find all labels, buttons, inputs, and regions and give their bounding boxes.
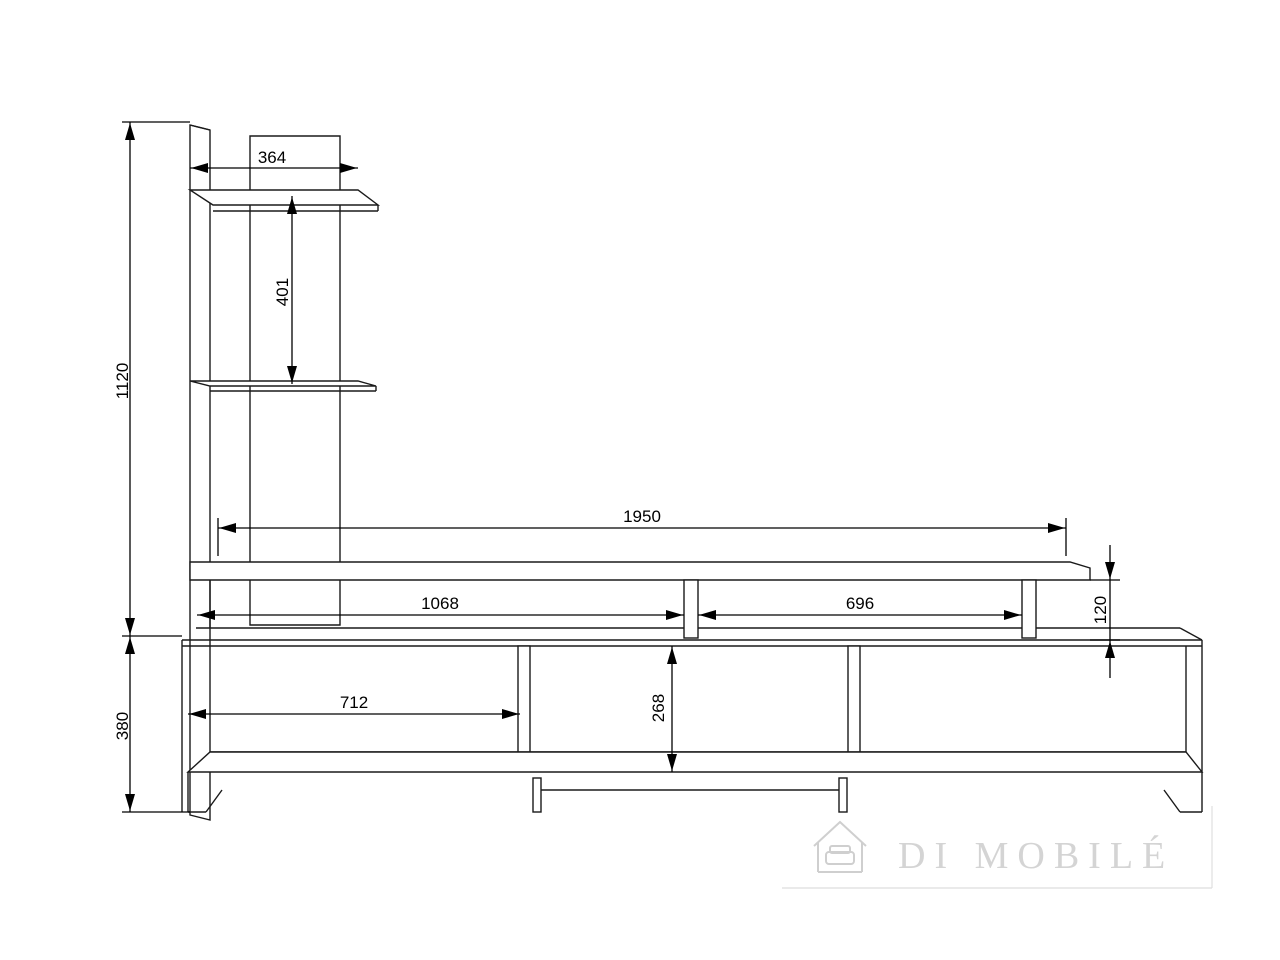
watermark: DI MOBILÉ <box>782 806 1213 889</box>
dimension-cell-height: 268 <box>649 646 677 772</box>
dimension-base-height: 380 <box>113 636 190 813</box>
dimension-step-height: 120 <box>1090 545 1120 678</box>
dim-label-right-span: 696 <box>846 594 874 613</box>
base-unit <box>181 639 1204 813</box>
dim-label-cell-height: 268 <box>649 694 668 722</box>
top-shelf-unit <box>189 561 1203 641</box>
dimension-shelf-depth: 364 <box>190 148 358 173</box>
dimension-top-width: 1950 <box>217 507 1067 556</box>
dimension-shelf-spacing: 401 <box>273 196 297 384</box>
dim-label-total-height: 1120 <box>113 363 132 400</box>
dim-label-base-height: 380 <box>113 712 132 740</box>
dim-label-cell-width: 712 <box>340 693 368 712</box>
dimension-left-span: 1068 <box>197 594 684 620</box>
dimension-right-span: 696 <box>698 594 1022 620</box>
dimension-cell-width: 712 <box>188 693 520 719</box>
dimension-total-height: 1120 <box>113 121 190 637</box>
upper-shelves <box>187 189 381 392</box>
dim-label-shelf-depth: 364 <box>258 148 286 167</box>
dim-label-step-height: 120 <box>1091 596 1110 624</box>
dim-label-left-span: 1068 <box>421 594 459 613</box>
tall-column <box>189 124 341 821</box>
sofa-house-icon <box>813 820 867 873</box>
dim-label-shelf-spacing: 401 <box>273 278 292 306</box>
dim-label-top-width: 1950 <box>623 507 661 526</box>
watermark-brand: DI MOBILÉ <box>898 835 1174 877</box>
